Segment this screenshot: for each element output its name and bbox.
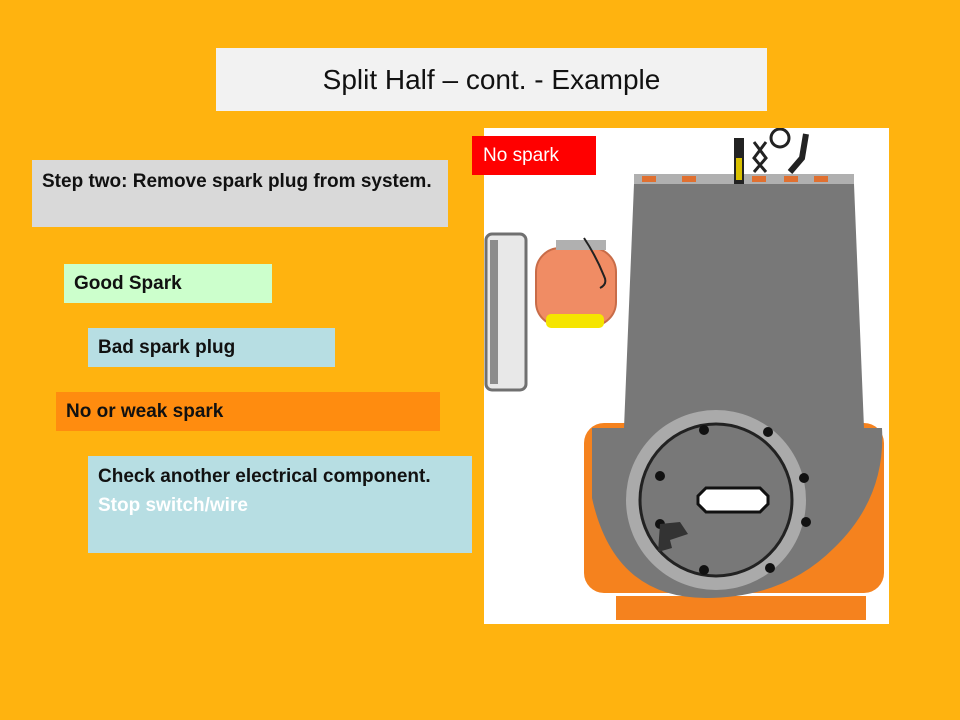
check-component-box: Check another electrical component. Stop… [88, 456, 472, 553]
slide-title-text: Split Half – cont. - Example [322, 63, 661, 95]
step-two-box: Step two: Remove spark plug from system. [32, 160, 448, 227]
no-spark-label: No spark [472, 136, 596, 175]
engine-base [616, 596, 866, 620]
slide-title: Split Half – cont. - Example [216, 48, 767, 111]
check-component-text: Check another electrical component. [98, 466, 431, 487]
good-spark-text: Good Spark [74, 273, 182, 294]
good-spark-box: Good Spark [64, 264, 272, 303]
fuel-cap [546, 314, 604, 328]
stop-switch-text: Stop switch/wire [98, 495, 248, 516]
engine-illustration [484, 127, 889, 624]
no-or-weak-spark-text: No or weak spark [66, 401, 224, 422]
no-spark-text: No spark [483, 145, 560, 166]
small-engine-drawing [484, 127, 884, 620]
starter-slot [696, 486, 770, 514]
bad-spark-plug-text: Bad spark plug [98, 337, 236, 358]
no-or-weak-spark-box: No or weak spark [56, 392, 440, 431]
pull-handle [658, 522, 688, 552]
step-two-text: Step two: Remove spark plug from system. [42, 171, 432, 192]
bad-spark-plug-box: Bad spark plug [88, 328, 335, 367]
